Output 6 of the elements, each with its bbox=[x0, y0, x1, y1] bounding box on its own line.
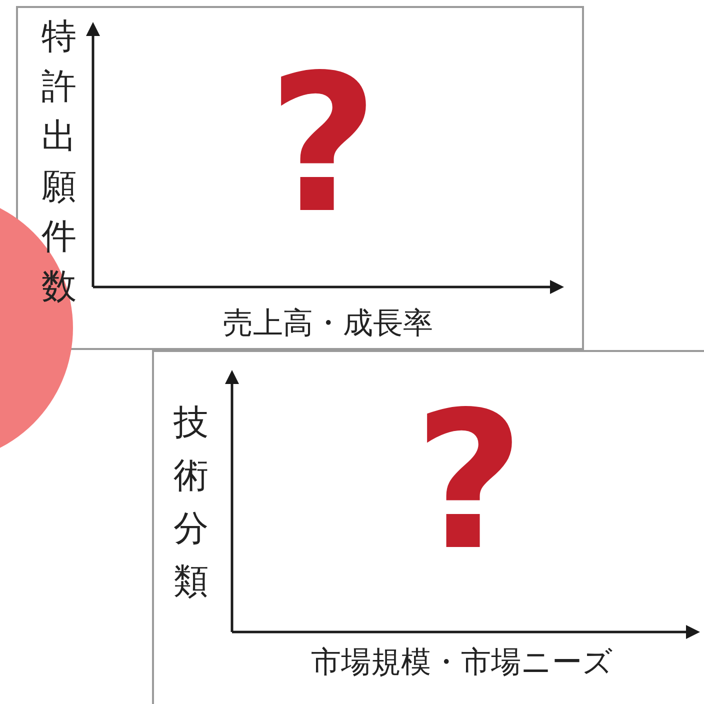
axis-label: 市場規模・市場ニーズ bbox=[310, 644, 614, 682]
axis-label: 売上高・成長率 bbox=[222, 305, 434, 343]
axis-label: 技術分類 bbox=[172, 402, 210, 604]
question-mark: ? bbox=[268, 70, 378, 220]
question-mark: ? bbox=[414, 407, 524, 557]
chart-panel bbox=[152, 350, 704, 704]
